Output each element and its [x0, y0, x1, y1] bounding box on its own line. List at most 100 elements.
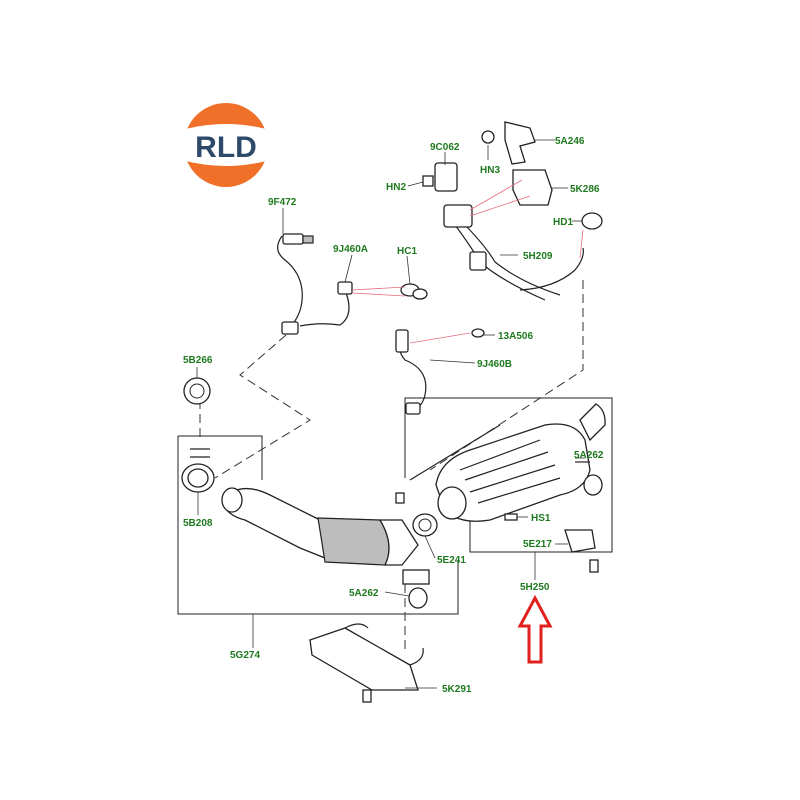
- logo-text: RLD: [195, 131, 257, 164]
- clip-hc1: [400, 283, 428, 300]
- label-9j460a: 9J460A: [333, 244, 368, 255]
- label-9f472: 9F472: [268, 197, 297, 208]
- up-arrow-icon: [517, 594, 553, 664]
- leader-9j460a: [344, 254, 353, 283]
- bracket-5e217: [564, 529, 599, 573]
- leader-hc1: [406, 255, 411, 285]
- label-hd1: HD1: [553, 217, 573, 228]
- main-cat-5h250: [409, 403, 606, 522]
- bracket-5e217-body: [564, 529, 596, 553]
- label-5k291: 5K291: [442, 684, 472, 695]
- sensor-9j460b: [395, 328, 485, 415]
- heatshield-hanger-left: [344, 623, 369, 629]
- dash-left-sensor: [214, 334, 311, 479]
- frame-5h250: [404, 397, 613, 553]
- gasket-5b266: [183, 377, 211, 405]
- pink-leader-5: [469, 179, 523, 211]
- part-labels: 5A246 9C062 HN3 HN2 5K286 HD1 9F472 5H20…: [183, 136, 604, 695]
- label-hc1: HC1: [397, 246, 417, 257]
- label-5k286: 5K286: [570, 184, 600, 195]
- sensor-9j460a: [299, 281, 353, 327]
- pink-leader-3: [409, 332, 471, 344]
- clip-hc1-ring2: [412, 288, 428, 300]
- label-5b266: 5B266: [183, 355, 213, 366]
- label-leaders: [196, 139, 585, 689]
- pink-leaders: [351, 179, 584, 344]
- leader-9j460b: [429, 359, 476, 364]
- label-9c062: 9C062: [430, 142, 460, 153]
- sensor-tip: [281, 321, 299, 335]
- red-up-arrow: [517, 594, 553, 664]
- label-5a262-left: 5A262: [349, 588, 379, 599]
- sensor-connector: [282, 233, 304, 245]
- sensor-9j460a-wire: [299, 289, 350, 327]
- assembly-frames: [177, 397, 613, 648]
- mount-right-rubber: [583, 474, 603, 496]
- pink-leader-2: [351, 292, 406, 297]
- sensor-9f472: [277, 233, 314, 335]
- main-cat-inlet: [437, 486, 467, 520]
- bolt-hs1: [504, 513, 518, 521]
- label-5e241: 5E241: [437, 555, 466, 566]
- label-9j460b: 9J460B: [477, 359, 512, 370]
- main-cat-ribs: [459, 439, 561, 504]
- frame-5g274: [177, 436, 459, 615]
- label-5e217: 5E217: [523, 539, 552, 550]
- pink-leader-6: [579, 229, 584, 259]
- nut-hn2: [422, 175, 434, 187]
- label-hn2: HN2: [386, 182, 406, 193]
- front-pipe-5g274: [221, 487, 419, 566]
- label-5h209: 5H209: [523, 251, 553, 262]
- front-cat-cone: [378, 519, 419, 566]
- clamp-5b208-inner: [187, 468, 209, 488]
- harness-plug: [469, 251, 487, 271]
- label-hs1: HS1: [531, 513, 551, 524]
- rld-logo: RLD: [182, 103, 270, 187]
- bolt-small: [395, 492, 405, 504]
- pink-leader-4: [469, 195, 531, 217]
- label-hn3: HN3: [480, 165, 500, 176]
- frame-5g274-top: [178, 435, 263, 480]
- leader-5e241: [424, 535, 436, 559]
- module-9c062: [422, 162, 458, 192]
- mount-left-bracket: [402, 569, 430, 585]
- front-pipe-flange: [221, 487, 243, 513]
- gasket-5e241: [412, 513, 438, 537]
- mount-5a262-right: [575, 461, 603, 496]
- front-cat-body: [317, 517, 390, 566]
- gasket-5b266-inner: [189, 383, 205, 399]
- sensor-9j460a-body: [337, 281, 353, 295]
- label-5a262-right: 5A262: [574, 450, 604, 461]
- sensor-9j460b-connector: [395, 329, 409, 353]
- logo-band: [182, 124, 270, 166]
- shield-5k286-body: [512, 169, 553, 206]
- bracket-5e217-bolt: [589, 559, 599, 573]
- clamp-5b208: [181, 448, 215, 493]
- clip-hd1: [581, 212, 603, 230]
- bolt-hs1-body: [504, 513, 518, 521]
- bracket-5a246: [481, 121, 536, 165]
- mount-5a262-left: [402, 569, 430, 609]
- leader-5a262-left: [384, 591, 410, 597]
- label-13a506: 13A506: [498, 331, 533, 342]
- label-5h250: 5H250: [520, 582, 550, 593]
- sensor-9j460b-tip: [405, 402, 421, 415]
- label-5g274: 5G274: [230, 650, 260, 661]
- heatshield-bolt: [362, 689, 372, 703]
- heatshield-hanger-right: [409, 647, 424, 666]
- harness-block: [443, 204, 473, 228]
- sensor-plug: [302, 235, 314, 244]
- clip-13a506: [471, 328, 485, 338]
- harness-5h209: [443, 204, 603, 301]
- bolt-small-body: [395, 492, 405, 504]
- nut-hn3: [481, 130, 495, 144]
- main-cat-body: [435, 423, 591, 522]
- harness-pipe: [519, 247, 584, 291]
- pink-leader-1: [351, 286, 406, 291]
- bracket-5a246-body: [504, 121, 536, 165]
- sensor-wire: [277, 235, 303, 326]
- leader-hn2: [407, 181, 424, 187]
- gasket-5e241-inner: [418, 518, 432, 532]
- main-cat-outlet: [579, 403, 606, 442]
